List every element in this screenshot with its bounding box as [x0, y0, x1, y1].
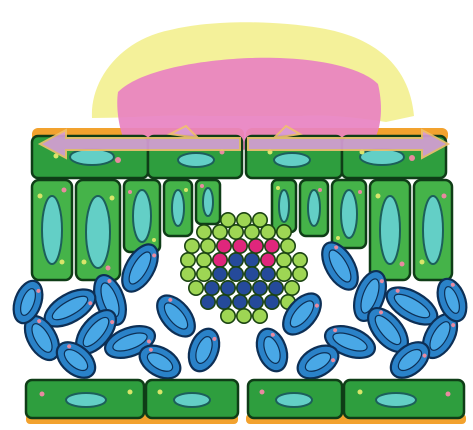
cluster-ball — [217, 239, 231, 253]
cluster-ball — [245, 253, 259, 267]
cluster-ball — [229, 225, 243, 239]
lower-epidermis — [26, 380, 464, 418]
cluster-ball — [197, 253, 211, 267]
cluster-ball — [197, 225, 211, 239]
cluster-ball — [277, 267, 291, 281]
cluster-ball — [269, 281, 283, 295]
cluster-ball — [181, 267, 195, 281]
columnar-cell-icon — [332, 180, 366, 248]
cluster-ball — [189, 281, 203, 295]
mesophyll-cell-icon — [276, 287, 328, 342]
columnar-cell-icon — [414, 180, 452, 280]
cluster-ball — [181, 253, 195, 267]
columnar-cell-icon — [76, 180, 120, 280]
columnar-cell-icon — [300, 180, 328, 236]
cluster-ball — [261, 267, 275, 281]
cluster-ball — [265, 239, 279, 253]
cluster-ball — [233, 239, 247, 253]
cluster-ball — [221, 309, 235, 323]
cluster-ball — [285, 281, 299, 295]
cluster-ball — [261, 225, 275, 239]
cluster-ball — [229, 267, 243, 281]
cluster-ball — [253, 309, 267, 323]
columnar-cell-icon — [196, 180, 220, 224]
cluster-ball — [237, 309, 251, 323]
cluster-ball — [261, 253, 275, 267]
cluster-ball — [201, 239, 215, 253]
stomatal-cluster-icon — [181, 213, 307, 323]
cluster-ball — [217, 295, 231, 309]
cluster-ball — [265, 295, 279, 309]
cluster-ball — [293, 253, 307, 267]
cluster-ball — [213, 225, 227, 239]
cluster-ball — [249, 295, 263, 309]
cluster-ball — [185, 239, 199, 253]
cluster-ball — [233, 295, 247, 309]
columnar-cell-icon — [164, 180, 192, 236]
cluster-ball — [213, 267, 227, 281]
cluster-ball — [245, 225, 259, 239]
cluster-ball — [205, 281, 219, 295]
cluster-ball — [213, 253, 227, 267]
cluster-ball — [281, 239, 295, 253]
cluster-ball — [229, 253, 243, 267]
cluster-ball — [201, 295, 215, 309]
cluster-ball — [293, 267, 307, 281]
cluster-ball — [237, 281, 251, 295]
columnar-cell-icon — [124, 180, 160, 252]
columnar-cell-icon — [370, 180, 410, 280]
secretion-droplet-icon — [92, 22, 414, 150]
cluster-ball — [277, 225, 291, 239]
cluster-ball — [245, 267, 259, 281]
columnar-cell-icon — [32, 180, 72, 280]
mesophyll-cell-icon — [150, 289, 202, 344]
cluster-ball — [277, 253, 291, 267]
cluster-ball — [249, 239, 263, 253]
cluster-ball — [221, 281, 235, 295]
cluster-ball — [197, 267, 211, 281]
cluster-ball — [253, 281, 267, 295]
